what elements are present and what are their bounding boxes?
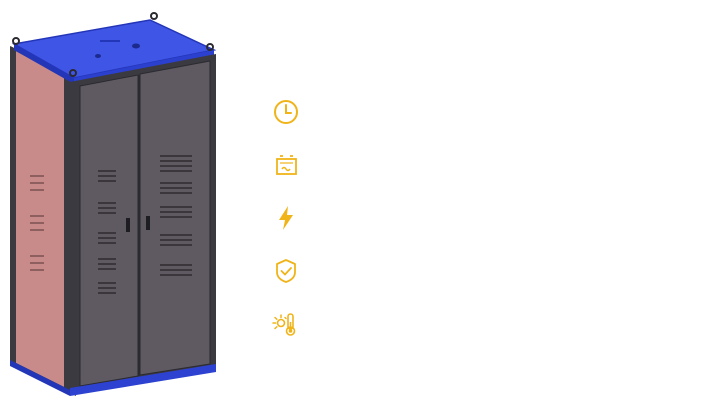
cabinet-base (70, 364, 216, 396)
temperature-sun-icon (272, 313, 296, 336)
cabinet-left-door (79, 74, 139, 387)
left-door-vents (98, 170, 116, 294)
feature-temperature (270, 308, 302, 340)
shield-check-icon (276, 259, 296, 283)
lifting-eyes (12, 12, 214, 77)
feature-battery (270, 149, 302, 181)
feature-clock (270, 96, 302, 128)
side-vents (30, 175, 44, 271)
lightning-icon (279, 206, 293, 230)
right-door-vents (160, 155, 192, 276)
left-door-handle (126, 218, 130, 232)
energy-storage-cabinet-image (10, 12, 217, 396)
battery-icon (276, 155, 297, 175)
feature-lightning (270, 202, 302, 234)
cabinet-side-panel (11, 46, 73, 394)
clock-icon (274, 100, 298, 124)
right-door-handle (146, 216, 150, 230)
feature-shield (270, 255, 302, 287)
